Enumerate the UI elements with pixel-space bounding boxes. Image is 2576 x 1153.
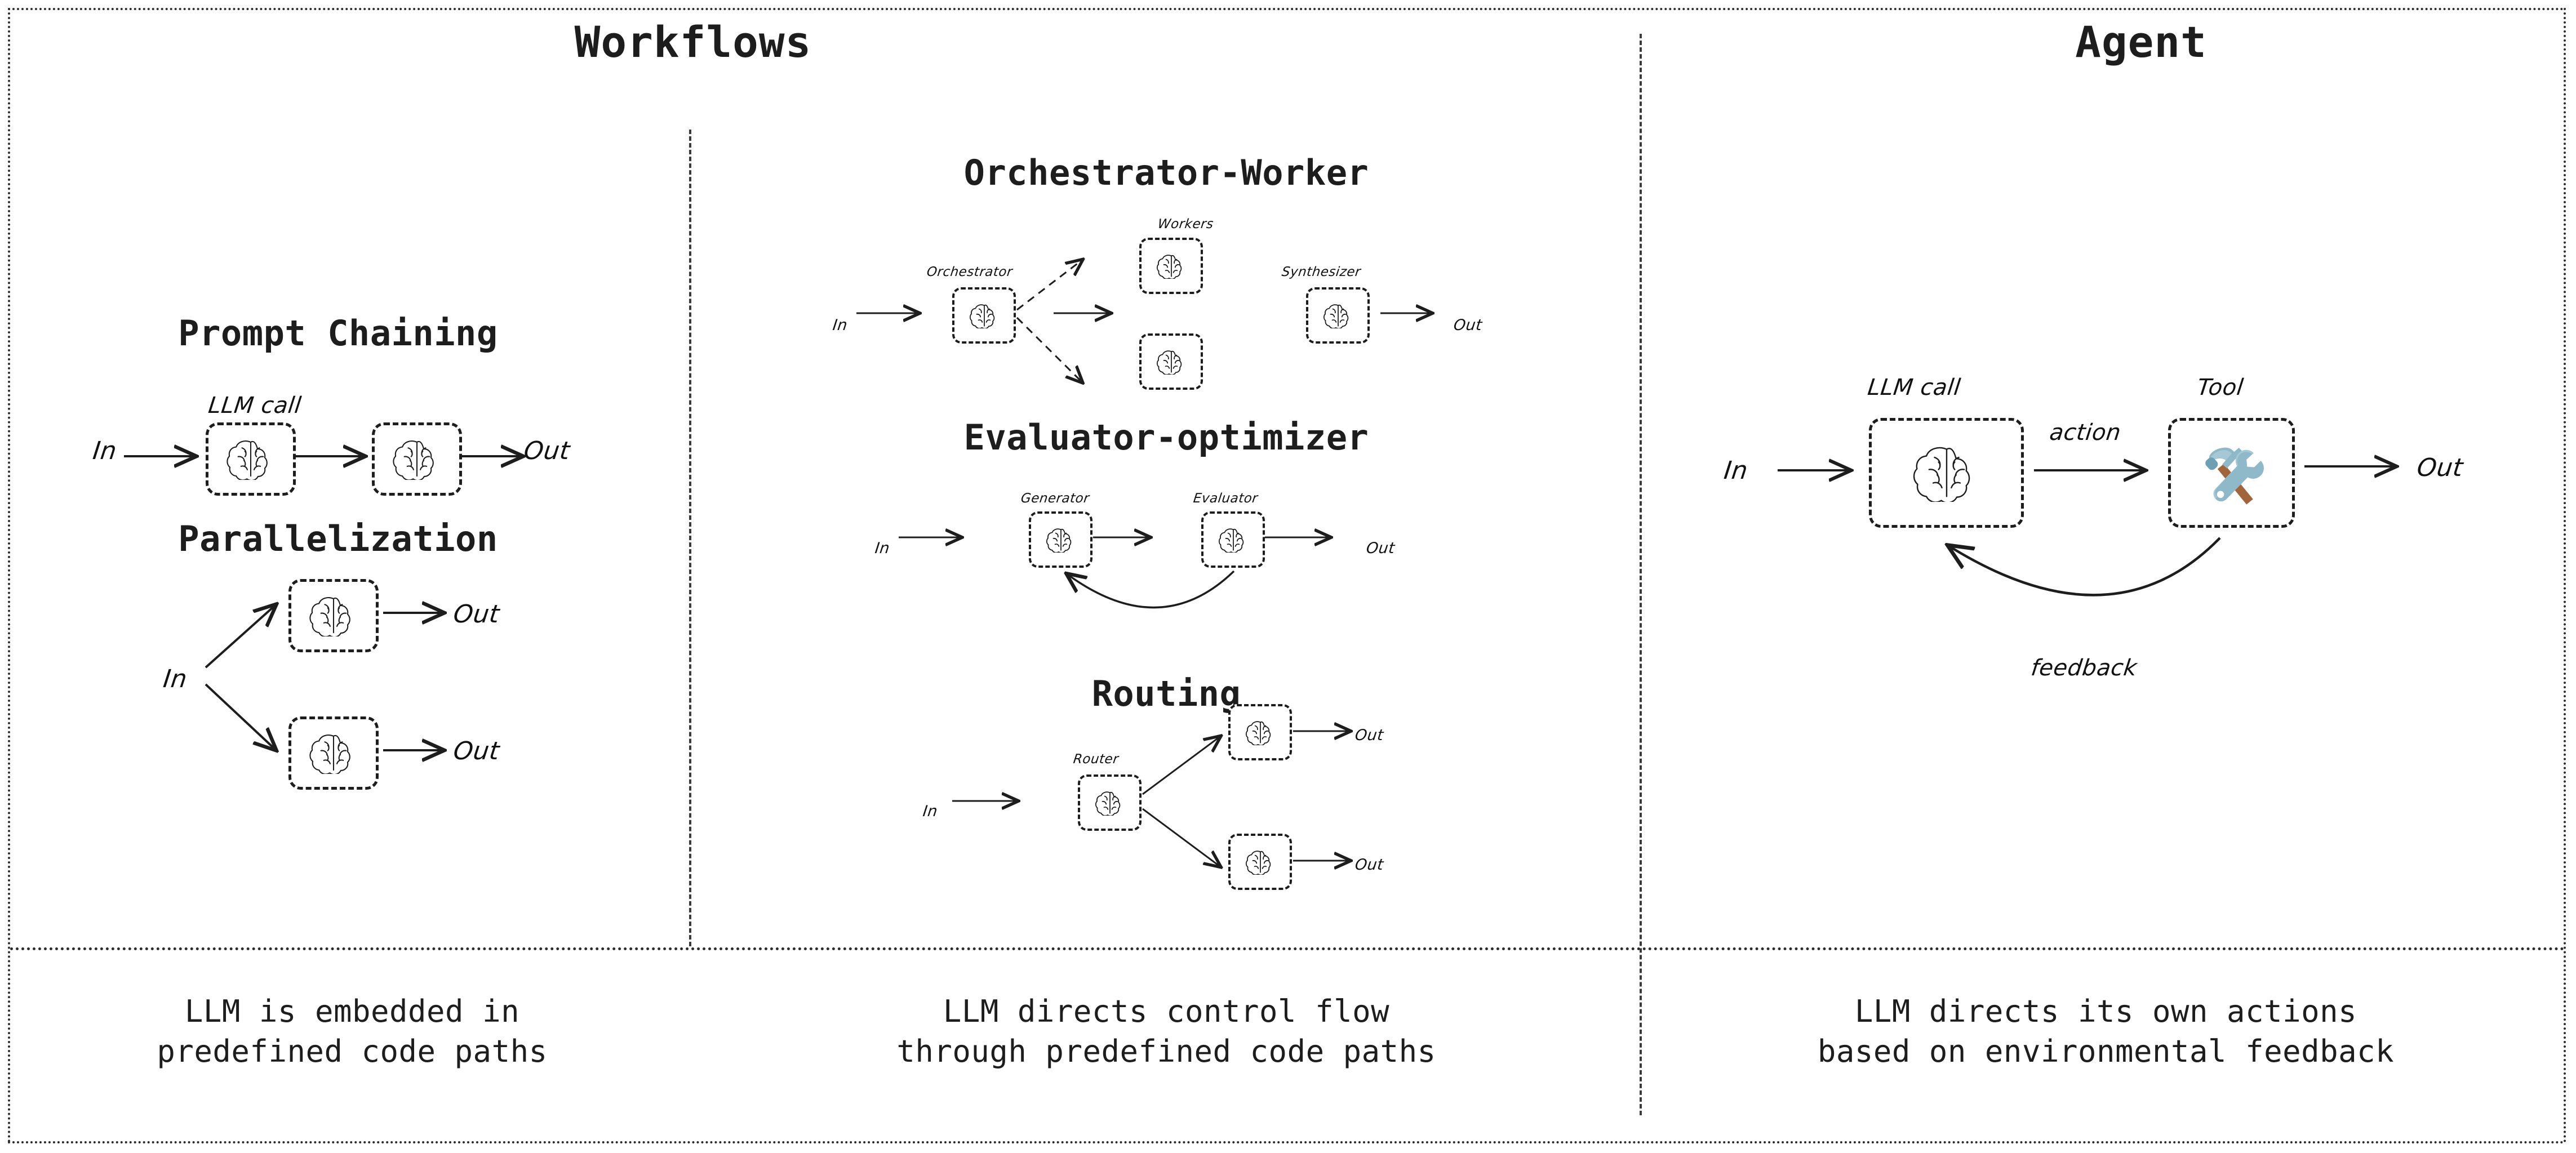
brain-icon xyxy=(1218,528,1243,553)
brain-icon xyxy=(1323,304,1348,328)
caption-workflows-right: LLM directs control flow through predefi… xyxy=(699,991,1634,1072)
brain-icon xyxy=(309,597,350,636)
routing-title: Routing xyxy=(1091,673,1241,714)
brain-icon xyxy=(393,440,434,480)
routing-input-label: In xyxy=(922,803,939,820)
evaluator-node[interactable] xyxy=(1201,511,1265,568)
routing-output-bottom-label: Out xyxy=(1354,856,1385,874)
brain-icon xyxy=(1245,850,1271,875)
brain-icon xyxy=(1913,447,1970,502)
diagram-frame xyxy=(8,8,2566,1143)
caption-line: based on environmental feedback xyxy=(1817,1034,2395,1070)
agent-llm-node[interactable] xyxy=(1869,418,2024,528)
orchestrator-node[interactable] xyxy=(952,287,1016,344)
agent-action-label: action xyxy=(2048,420,2122,446)
agent-feedback-label: feedback xyxy=(2029,655,2139,681)
column-divider-left xyxy=(689,130,691,946)
brain-icon xyxy=(309,734,350,774)
evaluator-optimizer-title: Evaluator-optimizer xyxy=(963,417,1369,458)
orchestrator-worker-workers-label: Workers xyxy=(1157,217,1215,232)
parallelization-title: Parallelization xyxy=(178,518,498,559)
routing-node-bottom[interactable] xyxy=(1228,834,1292,890)
orchestrator-worker-synthesizer-label: Synthesizer xyxy=(1281,265,1362,279)
parallelization-node-bottom[interactable] xyxy=(288,716,379,790)
prompt-chaining-node-1[interactable] xyxy=(206,422,296,496)
evaluator-optimizer-generator-label: Generator xyxy=(1020,491,1090,506)
prompt-chaining-title: Prompt Chaining xyxy=(178,313,498,354)
agent-header: Agent xyxy=(2075,17,2207,67)
caption-line: LLM directs control flow xyxy=(943,994,1390,1029)
prompt-chaining-input-label: In xyxy=(91,437,119,465)
agent-input-label: In xyxy=(1722,456,1750,485)
orchestrator-worker-output-label: Out xyxy=(1453,317,1484,334)
evaluator-optimizer-input-label: In xyxy=(874,540,891,557)
parallelization-input-label: In xyxy=(161,665,189,693)
brain-icon xyxy=(1046,528,1071,553)
caption-line: predefined code paths xyxy=(157,1034,548,1070)
agent-tool-node[interactable] xyxy=(2168,418,2295,528)
orchestrator-worker-input-label: In xyxy=(832,317,849,334)
column-divider-right xyxy=(1640,34,1642,1115)
agent-tool-label: Tool xyxy=(2196,375,2245,400)
caption-workflows-left: LLM is embedded in predefined code paths xyxy=(23,991,682,1072)
brain-icon xyxy=(1095,791,1120,816)
parallelization-output-top-label: Out xyxy=(451,600,501,629)
parallelization-node-top[interactable] xyxy=(288,579,379,652)
generator-node[interactable] xyxy=(1029,511,1092,568)
brain-icon xyxy=(969,304,994,328)
brain-icon xyxy=(1156,254,1182,279)
evaluator-optimizer-evaluator-label: Evaluator xyxy=(1192,491,1259,506)
caption-divider xyxy=(10,947,2566,950)
agent-output-label: Out xyxy=(2415,453,2465,482)
worker-node-bottom[interactable] xyxy=(1139,333,1203,390)
routing-router-label: Router xyxy=(1072,752,1120,767)
caption-line: LLM is embedded in xyxy=(184,994,520,1029)
evaluator-optimizer-output-label: Out xyxy=(1365,540,1396,557)
brain-icon xyxy=(226,440,268,480)
brain-icon xyxy=(1245,720,1271,745)
workflows-header: Workflows xyxy=(574,17,812,67)
brain-icon xyxy=(1156,350,1182,375)
routing-node-top[interactable] xyxy=(1228,704,1292,760)
routing-output-top-label: Out xyxy=(1354,727,1385,744)
orchestrator-worker-title: Orchestrator-Worker xyxy=(963,152,1369,193)
prompt-chaining-node-2[interactable] xyxy=(372,422,462,496)
synthesizer-node[interactable] xyxy=(1306,287,1370,344)
agent-llm-call-label: LLM call xyxy=(1866,375,1962,400)
parallelization-output-bottom-label: Out xyxy=(451,737,501,765)
caption-line: LLM directs its own actions xyxy=(1854,994,2357,1029)
orchestrator-worker-orchestrator-label: Orchestrator xyxy=(926,265,1014,279)
router-node[interactable] xyxy=(1078,774,1142,831)
prompt-chaining-output-label: Out xyxy=(522,437,572,465)
worker-node-top[interactable] xyxy=(1139,238,1203,294)
caption-agent: LLM directs its own actions based on env… xyxy=(1648,991,2564,1072)
prompt-chaining-node-label: LLM call xyxy=(207,393,303,419)
caption-line: through predefined code paths xyxy=(896,1034,1436,1070)
hammer-and-wrench-icon xyxy=(2205,447,2264,505)
